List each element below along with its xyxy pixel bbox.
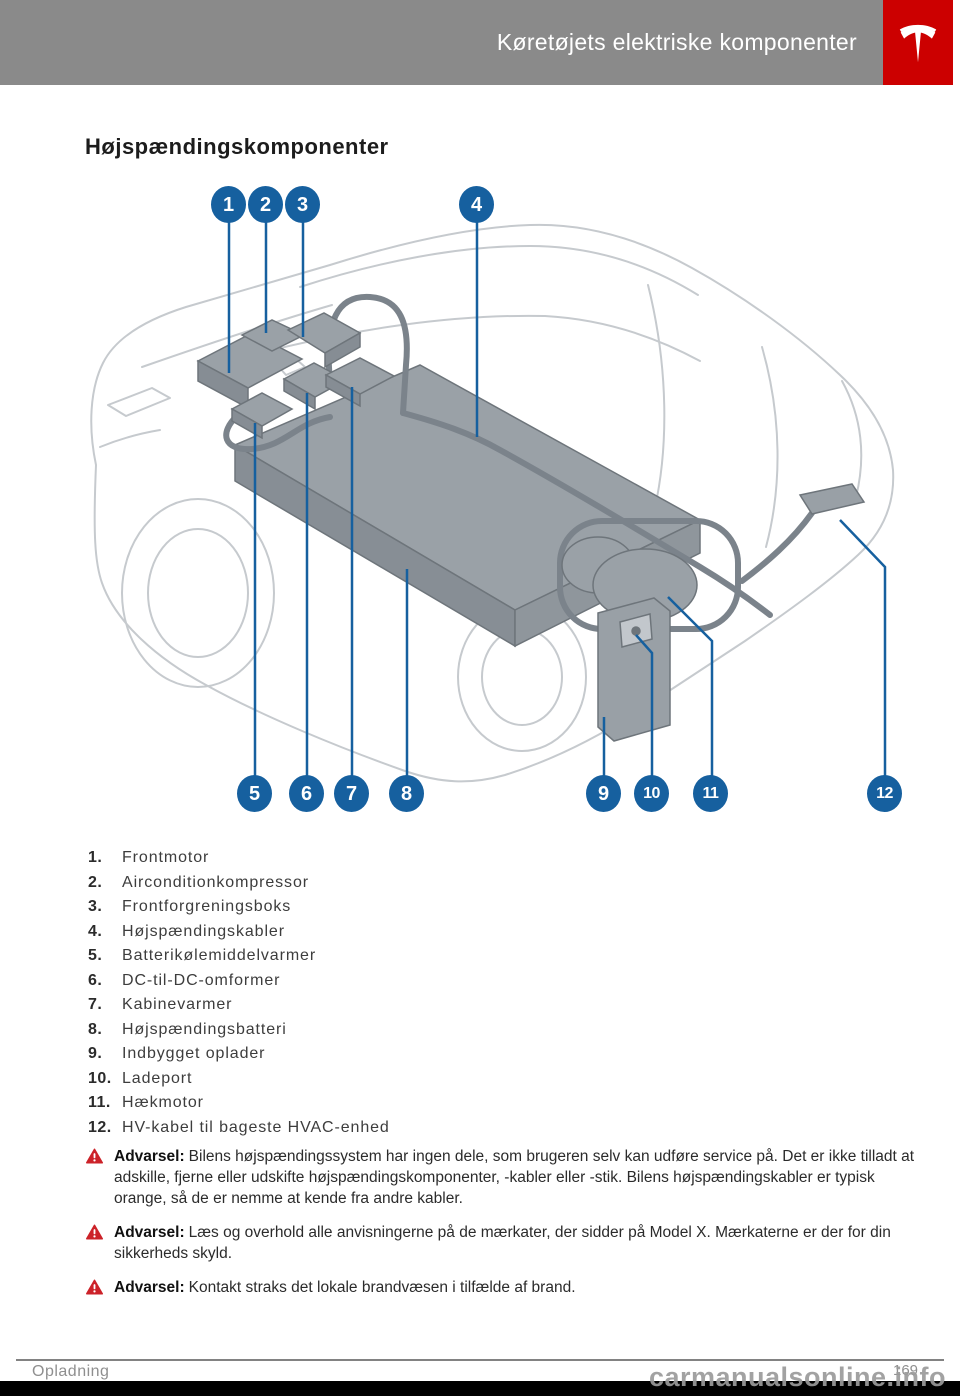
warning-label: Advarsel: (114, 1224, 185, 1241)
item-label: Frontforgreningsboks (122, 898, 292, 916)
item-label: Hækmotor (122, 1094, 204, 1112)
item-number: 8. (88, 1020, 103, 1038)
callout-5: 5 (237, 775, 272, 812)
item-label: Ladeport (122, 1069, 193, 1087)
page-header: Køretøjets elektriske komponenter (0, 0, 883, 85)
warning-triangle-icon (86, 1279, 103, 1300)
callout-1: 1 (211, 186, 246, 223)
list-item: 10. Ladeport (88, 1067, 648, 1092)
callout-8: 8 (389, 775, 424, 812)
hv-cable (223, 293, 815, 632)
charger-shape (597, 597, 671, 742)
footer-section-label: Opladning (32, 1363, 110, 1380)
bottom-black-bar (0, 1381, 960, 1396)
tesla-logo (883, 0, 953, 85)
car-illustration (90, 222, 895, 783)
warning-text: Advarsel:Bilens højspændingssystem har i… (114, 1148, 915, 1207)
list-item: 6. DC-til-DC-omformer (88, 969, 648, 994)
callout-2: 2 (248, 186, 283, 223)
header-title: Køretøjets elektriske komponenter (496, 29, 857, 55)
list-item: 8. Højspændingsbatteri (88, 1018, 648, 1043)
item-label: Højspændingskabler (122, 922, 285, 940)
item-number: 7. (88, 996, 103, 1014)
warning-label: Advarsel: (114, 1279, 185, 1296)
item-number: 2. (88, 873, 103, 891)
warning-text: Advarsel:Kontakt straks det lokale brand… (114, 1279, 576, 1296)
item-number: 10. (88, 1069, 112, 1087)
callout-9: 9 (586, 775, 621, 812)
item-label: DC-til-DC-omformer (122, 971, 281, 989)
tesla-t-icon (899, 24, 937, 62)
warning-block: Advarsel:Bilens højspændingssystem har i… (86, 1146, 916, 1209)
warning-triangle-icon (86, 1224, 103, 1264)
page-number: 169 (893, 1362, 919, 1379)
list-item: 1. Frontmotor (88, 846, 648, 871)
hv-components-diagram: 1 2 3 4 5 6 7 8 9 10 11 12 (0, 165, 960, 825)
rear-hvac-shape (798, 483, 866, 515)
warning-block: Advarsel:Kontakt straks det lokale brand… (86, 1277, 916, 1300)
callout-11: 11 (693, 775, 728, 812)
warning-triangle-icon (86, 1148, 103, 1209)
callout-10: 10 (634, 775, 669, 812)
list-item: 12. HV-kabel til bageste HVAC-enhed (88, 1116, 648, 1141)
section-heading: Højspændingskomponenter (85, 134, 389, 159)
item-label: Højspændingsbatteri (122, 1020, 287, 1038)
footer-divider (16, 1359, 944, 1361)
list-item: 4. Højspændingskabler (88, 920, 648, 945)
front-components (196, 312, 396, 440)
item-label: Airconditionkompressor (122, 873, 309, 891)
list-item: 7. Kabinevarmer (88, 993, 648, 1018)
component-list: 1. Frontmotor 2. Airconditionkompressor 3.… (88, 846, 648, 1140)
item-number: 3. (88, 898, 103, 916)
warning-label: Advarsel: (114, 1148, 185, 1165)
item-number: 9. (88, 1045, 103, 1063)
callout-4: 4 (459, 186, 494, 223)
list-item: 2. Airconditionkompressor (88, 871, 648, 896)
warning-text: Advarsel:Læs og overhold alle anvisninge… (114, 1224, 891, 1262)
item-number: 1. (88, 849, 103, 867)
item-label: Batterikølemiddelvarmer (122, 947, 317, 965)
item-number: 6. (88, 971, 103, 989)
callout-lines (227, 222, 887, 776)
rear-motor-shape (561, 536, 698, 622)
warnings-section: Advarsel:Bilens højspændingssystem har i… (86, 1146, 916, 1313)
callout-3: 3 (285, 186, 320, 223)
callout-7: 7 (334, 775, 369, 812)
item-label: Indbygget oplader (122, 1045, 266, 1063)
list-item: 11. Hækmotor (88, 1091, 648, 1116)
car-outline (90, 223, 895, 783)
warning-block: Advarsel:Læs og overhold alle anvisninge… (86, 1222, 916, 1264)
list-item: 3. Frontforgreningsboks (88, 895, 648, 920)
item-number: 12. (88, 1118, 112, 1136)
item-label: HV-kabel til bageste HVAC-enhed (122, 1118, 390, 1136)
item-label: Kabinevarmer (122, 996, 233, 1014)
callout-12: 12 (867, 775, 902, 812)
watermark-link[interactable]: carmanualsonline.info (648, 1362, 946, 1392)
list-item: 5. Batterikølemiddelvarmer (88, 944, 648, 969)
item-label: Frontmotor (122, 849, 210, 867)
callout-6: 6 (289, 775, 324, 812)
item-number: 4. (88, 922, 103, 940)
item-number: 5. (88, 947, 103, 965)
list-item: 9. Indbygget oplader (88, 1042, 648, 1067)
item-number: 11. (88, 1094, 111, 1112)
